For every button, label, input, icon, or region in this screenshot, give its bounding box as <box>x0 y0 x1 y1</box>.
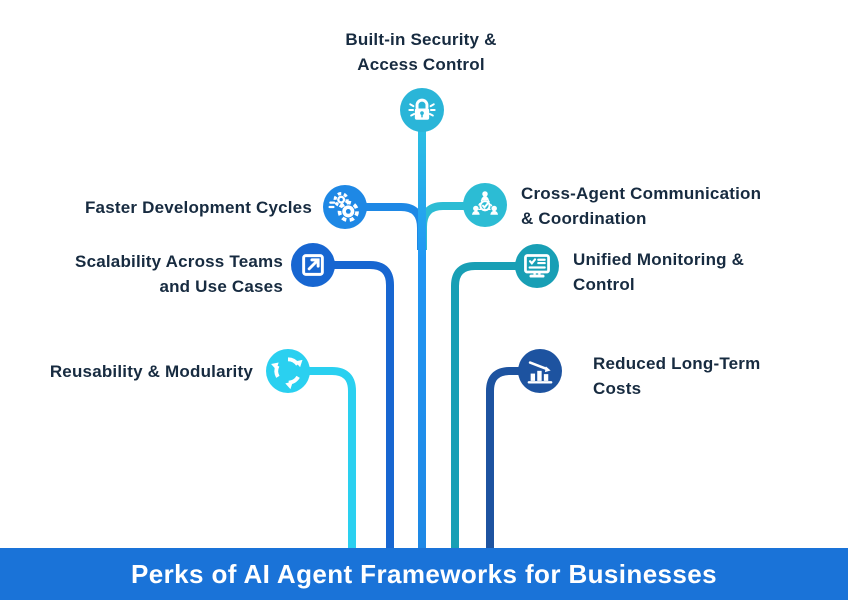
line-reduced-costs <box>486 367 540 556</box>
line-unified-monitoring <box>451 262 537 556</box>
expand-arrow-icon <box>291 243 335 287</box>
monitor-icon <box>515 244 559 288</box>
label-cross-agent: Cross-Agent Communication & Coordination <box>521 184 762 228</box>
label-reduced-costs: Reduced Long-Term Costs <box>593 354 761 398</box>
label-reusability: Reusability & Modularity <box>49 362 253 381</box>
gears-icon <box>323 185 367 229</box>
recycle-icon <box>266 349 310 393</box>
line-scalability <box>313 261 394 556</box>
title-bar: Perks of AI Agent Frameworks for Busines… <box>0 548 848 600</box>
title-text: Perks of AI Agent Frameworks for Busines… <box>130 558 717 589</box>
label-unified-monitoring: Unified Monitoring & Control <box>573 250 745 294</box>
people-network-icon <box>463 183 507 227</box>
lock-icon <box>400 88 444 132</box>
chart-down-icon <box>518 349 562 393</box>
label-scalability: Scalability Across Teams and Use Cases <box>75 252 283 296</box>
label-faster-development: Faster Development Cycles <box>84 198 312 217</box>
line-reusability <box>288 367 356 556</box>
label-security: Built-in Security & Access Control <box>345 30 497 74</box>
